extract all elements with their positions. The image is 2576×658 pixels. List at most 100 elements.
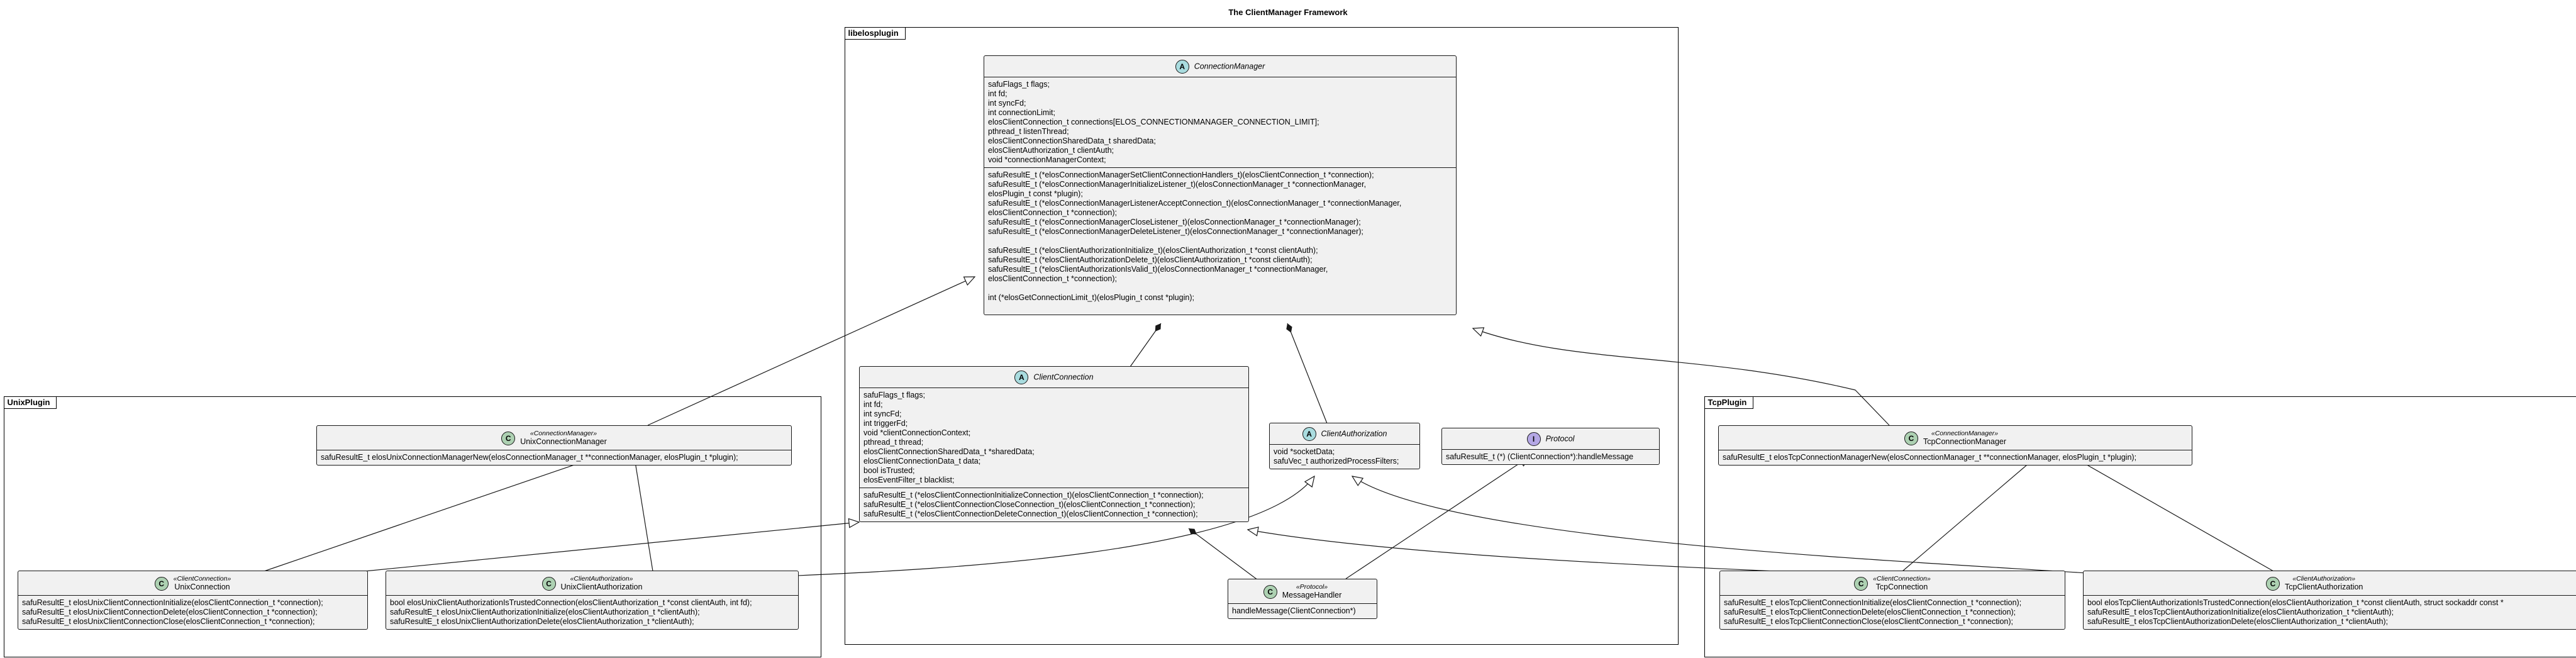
attribute: int triggerFd; [863,419,908,428]
package-unixplugin: UnixPlugin [3,396,821,657]
attribute: pthread_t listenThread; [988,127,1069,136]
class-client-authorization[interactable]: A ClientAuthorization void *socketData; s… [1269,423,1420,469]
attributes-section: void *socketData; safuVec_t authorizedPr… [1270,445,1419,469]
class-header: C«ClientConnection»UnixConnection [18,571,367,596]
class-unix-connection-manager[interactable]: C «ConnectionManager»UnixConnectionManage… [316,425,792,466]
method: safuResultE_t elosUnixClientConnectionIn… [22,598,323,608]
attributes-section: safuFlags_t flags; int fd; int syncFd; i… [984,77,1456,168]
edge-tcpmanager-tcpauth [2061,450,2274,572]
abstract-class-icon: A [1302,427,1316,441]
attribute: void *socketData; [1274,447,1335,456]
class-header: A ClientAuthorization [1270,423,1419,445]
class-name: ClientConnection [1033,372,1094,382]
method: safuResultE_t elosUnixClientConnectionDe… [22,608,318,617]
class-header: C«ClientAuthorization»UnixClientAuthoriz… [386,571,798,596]
method: safuResultE_t (*elosConnectionManagerClo… [988,218,1361,226]
attribute: int syncFd; [988,99,1026,108]
class-name: TcpConnection [1875,583,1928,592]
attribute: elosClientConnectionSharedData_t sharedD… [988,137,1156,145]
attributes-section: safuFlags_t flags; int fd; int syncFd; i… [860,388,1248,488]
class-header: A ClientConnection [860,367,1248,388]
class-unix-connection[interactable]: C«ClientConnection»UnixConnection safuRe… [18,571,368,630]
edge-tcpmanager-tcpconnection [1902,450,2045,572]
class-tcp-connection[interactable]: C«ClientConnection»TcpConnection safuRes… [1719,571,2065,630]
interface-protocol[interactable]: I Protocol safuResultE_t (*) (ClientConne… [1441,428,1660,465]
class-header: A ConnectionManager [984,56,1456,77]
attribute: int syncFd; [863,410,902,418]
attribute: elosClientAuthorization_t clientAuth; [988,146,1114,155]
stereotype: «ConnectionManager» [1931,430,1999,437]
class-icon: C [501,431,516,445]
edge-connectionmanager-clientauthorization [1286,323,1328,424]
edge-clientconnection-messagehandler [1188,528,1258,581]
edge-connectionmanager-clientconnection [1130,323,1162,367]
edge-unixmanager-unixauth [631,450,653,572]
class-icon: C [1263,584,1277,599]
method: safuResultE_t elosUnixClientAuthorizatio… [390,617,694,627]
class-name: ClientAuthorization [1321,429,1387,438]
method: safuResultE_t (*elosClientAuthorizationI… [988,265,1328,274]
stereotype: «ClientAuthorization» [570,575,633,583]
attribute: safuVec_t authorizedProcessFilters; [1274,457,1399,466]
method: safuResultE_t elosUnixClientAuthorizatio… [390,608,700,617]
methods-section: bool elosTcpClientAuthorizationIsTrusted… [2084,596,2576,629]
method: safuResultE_t elosTcpClientAuthorization… [2087,608,2394,617]
attribute: bool isTrusted; [863,466,915,475]
edge-unixconnection-extends-clientconnection [364,522,859,572]
method: safuResultE_t (*elosConnectionManagerIni… [988,180,1367,189]
attribute: elosEventFilter_t blacklist; [863,476,955,484]
methods-section: safuResultE_t elosTcpConnectionManagerNe… [1719,450,2192,465]
class-tcp-connection-manager[interactable]: C«ConnectionManager»TcpConnectionManager… [1718,425,2192,466]
class-name: ConnectionManager [1194,62,1265,71]
class-name: TcpConnectionManager [1923,437,2007,447]
method: safuResultE_t elosUnixConnectionManagerN… [321,453,738,462]
method: safuResultE_t (*elosClientConnectionClos… [863,500,1196,509]
class-connection-manager[interactable]: A ConnectionManager safuFlags_t flags; in… [984,55,1457,315]
method: elosClientConnection_t *connection); [988,208,1117,217]
edge-tcpmanager-extends-connectionmanager [1473,328,1890,426]
method: safuResultE_t elosTcpClientAuthorization… [2087,617,2389,627]
method: safuResultE_t (*elosConnectionManagerDel… [988,227,1363,236]
package-label: UnixPlugin [3,396,57,409]
attribute: int fd; [863,400,883,409]
methods-section: handleMessage(ClientConnection*) [1228,604,1377,618]
method: safuResultE_t (*elosConnectionManagerLis… [988,199,1402,208]
stereotype: «ClientConnection» [173,575,231,583]
attribute: safuFlags_t flags; [988,80,1050,89]
method: safuResultE_t elosUnixClientConnectionCl… [22,617,315,627]
class-icon: C [2266,576,2280,591]
method: safuResultE_t elosTcpClientConnectionClo… [1724,617,2013,627]
attribute: int connectionLimit; [988,108,1056,117]
class-tcp-client-authorization[interactable]: C«ClientAuthorization»TcpClientAuthoriza… [2083,571,2576,630]
methods-section: bool elosUnixClientAuthorizationIsTruste… [386,596,798,629]
class-client-connection[interactable]: A ClientConnection safuFlags_t flags; int… [859,366,1249,522]
class-header: C«ClientAuthorization»TcpClientAuthoriza… [2084,571,2576,596]
package-tcpplugin: TcpPlugin [1704,396,2576,657]
abstract-class-icon: A [1175,60,1189,74]
method: safuResultE_t (*elosConnectionManagerSet… [988,170,1374,179]
method: bool elosUnixClientAuthorizationIsTruste… [390,598,752,608]
interface-icon: I [1526,432,1541,446]
attribute: elosClientConnectionData_t data; [863,457,981,466]
attribute: pthread_t thread; [863,438,924,447]
method: bool elosTcpClientAuthorizationIsTrusted… [2087,598,2504,608]
package-label: libelosplugin [844,26,906,40]
class-name: UnixConnectionManager [520,437,607,447]
class-header: C«Protocol»MessageHandler [1228,579,1377,605]
class-header: I Protocol [1442,428,1659,450]
class-message-handler[interactable]: C«Protocol»MessageHandler handleMessage(… [1228,579,1377,620]
abstract-class-icon: A [1014,371,1029,384]
package-libelosplugin: libelosplugin [844,26,1679,645]
methods-section: safuResultE_t (*elosConnectionManagerSet… [984,168,1456,315]
stereotype: «ConnectionManager» [530,430,597,437]
class-unix-client-authorization[interactable]: C«ClientAuthorization»UnixClientAuthoriz… [386,571,799,630]
method: safuResultE_t elosTcpClientConnectionDel… [1724,608,2016,617]
stereotype: «ClientConnection» [1873,575,1931,583]
method: safuResultE_t (*elosClientAuthorizationI… [988,246,1318,255]
method: safuResultE_t (*elosClientAuthorizationD… [988,255,1313,264]
class-name: Protocol [1545,434,1575,443]
class-header: C «ConnectionManager»UnixConnectionManage… [317,426,791,451]
method: safuResultE_t (*) (ClientConnection*):ha… [1446,452,1634,461]
methods-section: safuResultE_t elosUnixConnectionManagerN… [317,450,791,465]
